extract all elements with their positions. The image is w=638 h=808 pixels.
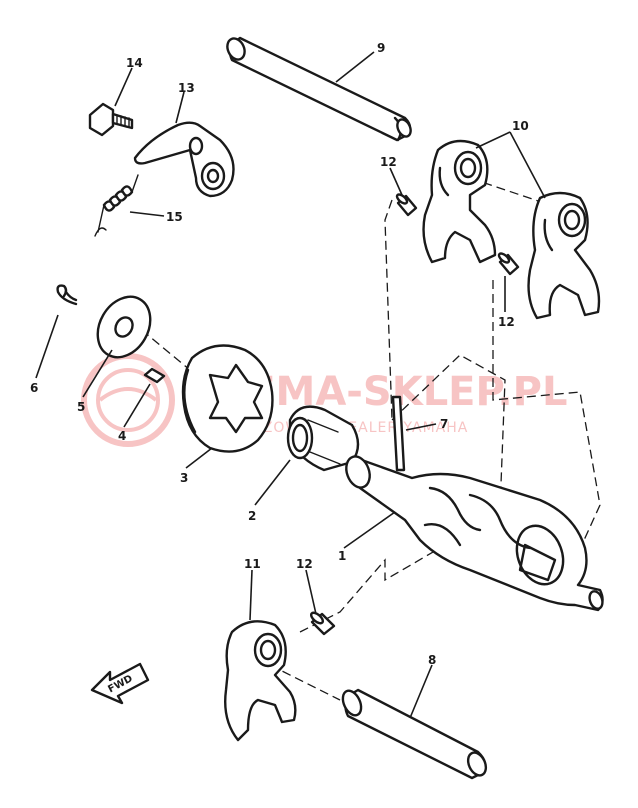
washer bbox=[96, 295, 152, 359]
callout-12-lower: 12 bbox=[296, 557, 313, 571]
shift-drum-segment bbox=[181, 344, 274, 453]
callout-11: 11 bbox=[244, 557, 261, 571]
shift-fork-upper-a bbox=[422, 139, 497, 264]
callout-12-upper: 12 bbox=[380, 155, 397, 169]
shaft-pin bbox=[391, 395, 406, 472]
shaft-lower bbox=[341, 688, 488, 780]
callout-4: 4 bbox=[118, 429, 126, 443]
callout-3: 3 bbox=[180, 471, 188, 485]
shaft-upper bbox=[226, 36, 412, 142]
callout-5: 5 bbox=[77, 400, 85, 414]
callout-6: 6 bbox=[30, 381, 38, 395]
assembly-lines bbox=[119, 177, 601, 701]
shift-drum bbox=[345, 455, 604, 612]
spring bbox=[94, 174, 139, 237]
callout-2: 2 bbox=[248, 509, 256, 523]
callout-1: 1 bbox=[338, 549, 346, 563]
shift-fork-lower bbox=[224, 620, 297, 742]
callout-10: 10 bbox=[512, 119, 529, 133]
callout-12-right: 12 bbox=[498, 315, 515, 329]
stopper-lever bbox=[133, 121, 235, 198]
callout-7: 7 bbox=[440, 417, 448, 431]
circlip bbox=[56, 284, 78, 306]
callout-labels: 9 10 12 12 14 13 15 6 5 4 3 2 7 1 12 11 … bbox=[30, 41, 529, 667]
callout-14: 14 bbox=[126, 56, 143, 70]
callout-9: 9 bbox=[377, 41, 385, 55]
guide-pin-b bbox=[497, 252, 520, 276]
guide-pin-c bbox=[309, 611, 336, 636]
callout-15: 15 bbox=[166, 210, 183, 224]
bearing bbox=[286, 405, 360, 472]
watermark-title: DEMA-SKLEP.PL bbox=[215, 369, 567, 415]
shift-fork-upper-b bbox=[527, 191, 601, 320]
watermark: DEMA-SKLEP.PL AUTORYZOWANY DEALER YAMAHA bbox=[81, 353, 567, 447]
callout-leaders bbox=[35, 51, 546, 719]
callout-8: 8 bbox=[428, 653, 436, 667]
forward-direction-arrow: FWD bbox=[90, 662, 150, 705]
callout-13: 13 bbox=[178, 81, 195, 95]
bolt bbox=[88, 102, 134, 137]
guide-pin-a bbox=[395, 193, 418, 217]
dowel-pin bbox=[143, 367, 166, 384]
